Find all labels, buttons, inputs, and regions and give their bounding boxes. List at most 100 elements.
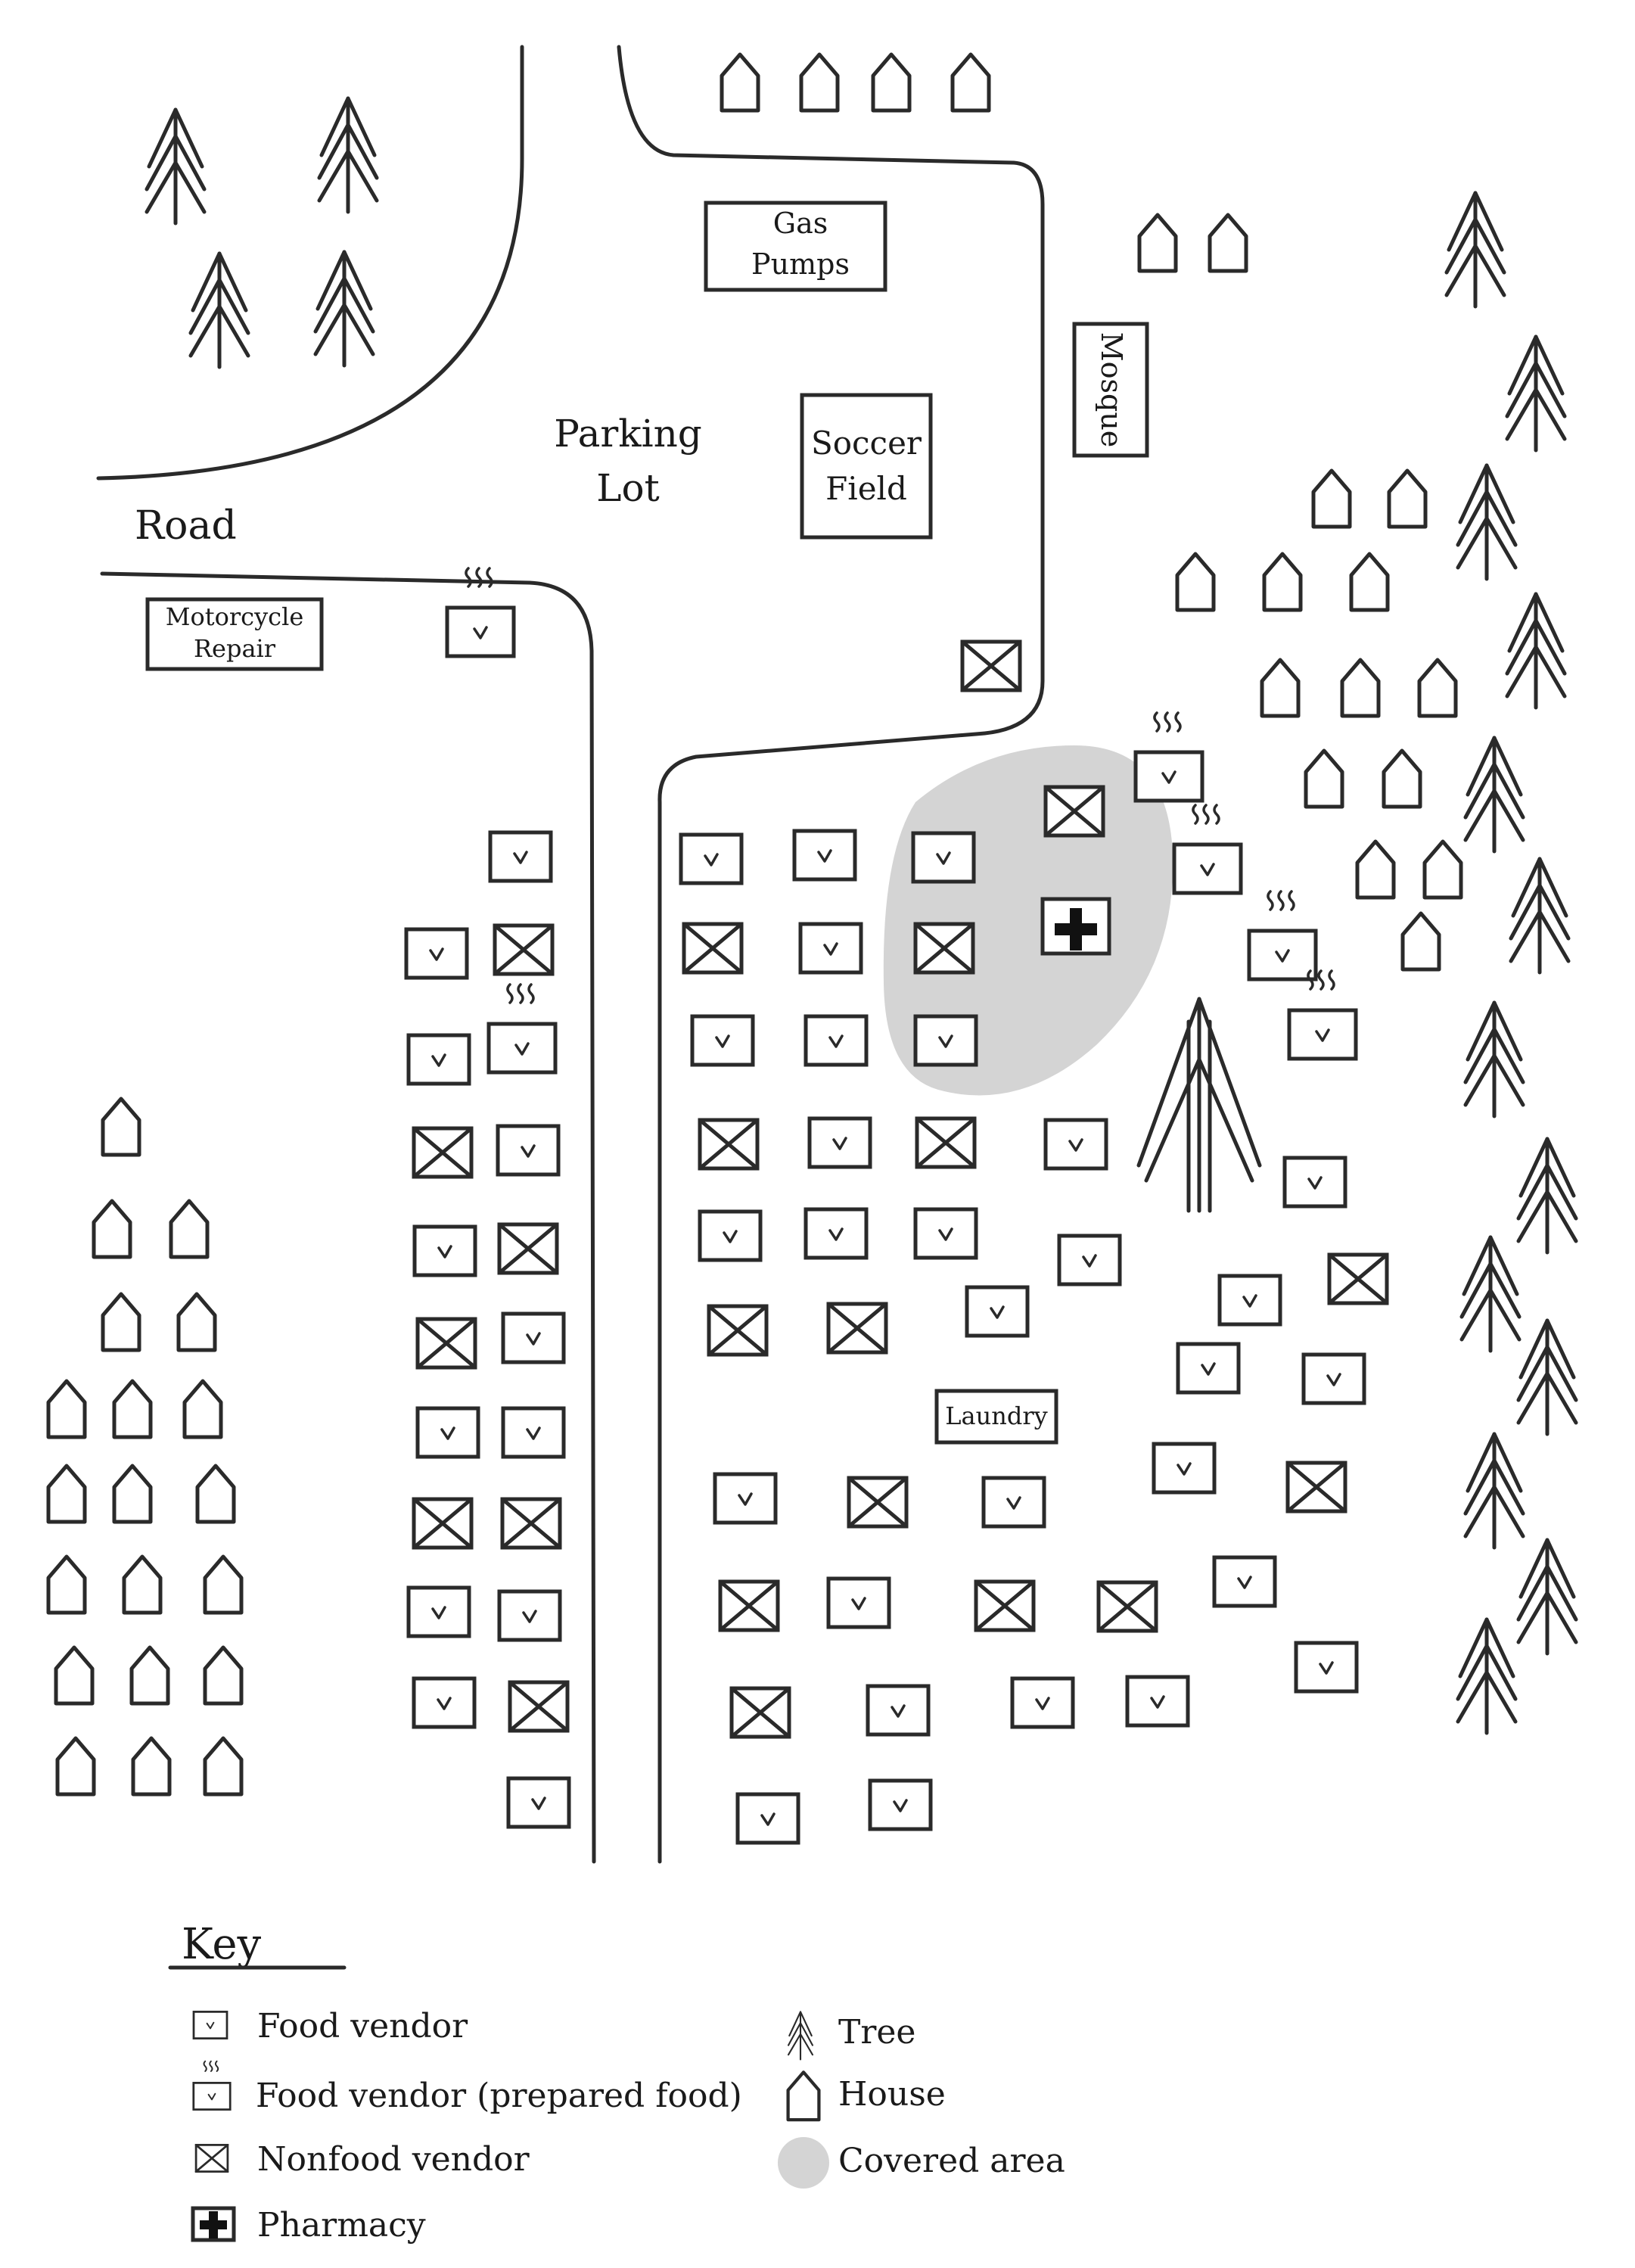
gas-pumps-label-2: Pumps (751, 247, 850, 281)
food-vendor-icon (913, 833, 974, 882)
nonfood-vendor-icon (700, 1120, 757, 1168)
road-west-edge (100, 571, 596, 1864)
house-icon (132, 1647, 168, 1703)
nonfood-vendor-icon (510, 1682, 567, 1731)
food-vendor-icon (1220, 1276, 1280, 1324)
house-icon (722, 54, 758, 110)
house-icon (1313, 471, 1350, 527)
food-vendor-icon (681, 835, 741, 883)
mosque: Mosque (1072, 322, 1149, 458)
soccer-field-label-2: Field (825, 470, 907, 507)
pharmacy (1040, 897, 1111, 956)
tree-icon (1466, 738, 1523, 851)
food-vendor-icon (915, 1209, 976, 1258)
pharmacy-cross-icon (1055, 908, 1097, 950)
house-icon (1425, 842, 1461, 898)
laundry-label: Laundry (945, 1402, 1047, 1430)
prepared-food-vendor-icon (1136, 713, 1202, 801)
nonfood-vendor-icon (915, 924, 973, 972)
house-icon (788, 2072, 819, 2120)
house-icon (953, 54, 989, 110)
nonfood-vendor-icon (194, 2144, 229, 2173)
house-icon (171, 1201, 207, 1257)
food-vendor-icon (1046, 1120, 1106, 1168)
house-icon (205, 1738, 241, 1794)
nonfood-vendor-icon (976, 1582, 1034, 1630)
food-vendor-icon (192, 2011, 228, 2039)
key-prepared-food-vendor: Food vendor (prepared food) (192, 2060, 742, 2115)
road-north-curve (96, 45, 524, 481)
tree-icon (319, 98, 377, 212)
tree-icon (1507, 337, 1565, 450)
house-icon (1306, 751, 1342, 807)
food-vendor-icon (967, 1287, 1027, 1336)
key-food-vendor-label: Food vendor (257, 2007, 468, 2046)
gas-pumps: Gas Pumps (704, 201, 887, 292)
tree-icon (1507, 594, 1565, 708)
house-icon (185, 1381, 221, 1437)
tree-icon (1447, 193, 1504, 306)
food-vendor-icon (1296, 1643, 1357, 1691)
tree-icon (1518, 1139, 1576, 1252)
food-vendor-icon (503, 1314, 564, 1362)
soccer-field-label-1: Soccer (811, 425, 922, 462)
tree-icon (1458, 465, 1515, 579)
motorcycle-repair: Motorcycle Repair (145, 597, 324, 671)
house-icon (103, 1294, 139, 1350)
food-vendor-icon (490, 832, 551, 881)
food-vendor-icon (700, 1212, 760, 1260)
tree-icon (1462, 1237, 1519, 1351)
road-label: Road (135, 503, 237, 549)
nonfood-vendor-icon (502, 1499, 560, 1548)
food-vendor-icon (503, 1408, 564, 1457)
food-vendor-icon (414, 1678, 474, 1727)
house-icon (1177, 554, 1214, 610)
nonfood-vendor-icon (917, 1118, 974, 1167)
key-nonfood-vendor: Nonfood vendor (194, 2140, 530, 2179)
food-vendor-icon (1178, 1344, 1239, 1392)
vendors (406, 568, 1387, 1843)
tree-icon (787, 2011, 814, 2061)
parking-lot-label-1: Parking (554, 412, 702, 456)
house-icon (48, 1381, 85, 1437)
food-vendor-icon (499, 1591, 560, 1640)
house-icon (1351, 554, 1388, 610)
food-vendor-icon (508, 1778, 569, 1827)
house-icon (1342, 660, 1379, 716)
nonfood-vendor-icon (720, 1582, 778, 1630)
tree-icon (191, 254, 248, 367)
food-vendor-icon (406, 929, 467, 978)
food-vendor-icon (915, 1016, 976, 1065)
food-vendor-icon (828, 1579, 889, 1627)
key-title: Key (182, 1920, 261, 1969)
food-vendor-icon (415, 1227, 475, 1275)
food-vendor-icon (806, 1209, 866, 1258)
food-vendor-icon (1304, 1355, 1364, 1403)
nonfood-vendor-icon (1288, 1463, 1345, 1511)
food-vendor-icon (984, 1478, 1044, 1526)
food-vendor-icon (1127, 1677, 1188, 1725)
house-icon (1139, 215, 1176, 271)
nonfood-vendor-icon (709, 1306, 766, 1355)
food-vendor-icon (868, 1686, 928, 1734)
tree-icon (147, 110, 204, 223)
nonfood-vendor-icon (732, 1688, 789, 1737)
house-icon (1264, 554, 1301, 610)
house-icon (205, 1557, 241, 1613)
house-icon (103, 1099, 139, 1155)
house-icon (1357, 842, 1394, 898)
house-icon (1389, 471, 1425, 527)
house-icon (1210, 215, 1246, 271)
house-icon (179, 1294, 215, 1350)
house-icon (124, 1557, 160, 1613)
food-vendor-icon (692, 1016, 753, 1065)
food-vendor-icon (806, 1016, 866, 1065)
nonfood-vendor-icon (495, 926, 552, 974)
food-vendor-icon (738, 1794, 798, 1843)
key-covered-area-label: Covered area (838, 2142, 1065, 2180)
prepared-food-vendor-icon (489, 985, 555, 1072)
motorcycle-repair-label-1: Motorcycle (166, 602, 304, 631)
house-icon (94, 1201, 130, 1257)
food-vendor-icon (498, 1126, 558, 1174)
